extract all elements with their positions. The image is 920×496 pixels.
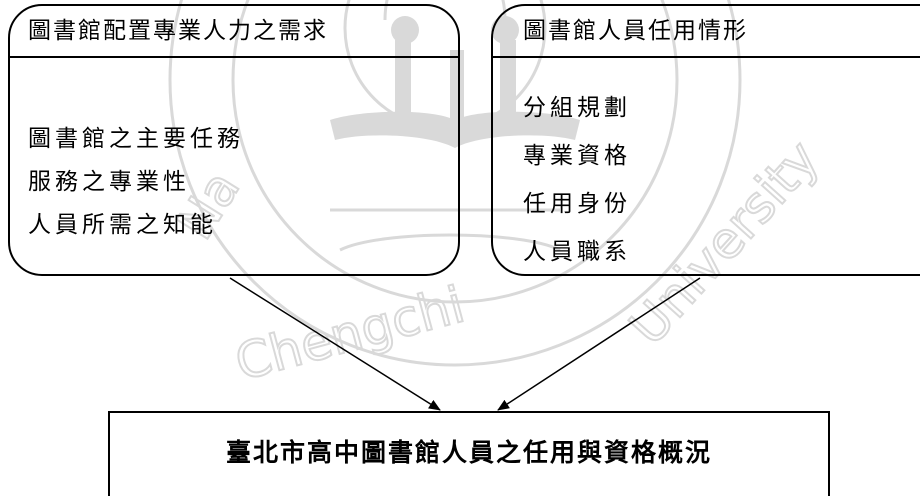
staffing-needs-title: 圖書館配置專業人力之需求	[10, 6, 458, 58]
staffing-needs-box: 圖書館配置專業人力之需求 圖書館之主要任務 服務之專業性 人員所需之知能	[8, 4, 460, 276]
list-item: 人員職系	[523, 239, 631, 265]
staffing-needs-list: 圖書館之主要任務 服務之專業性 人員所需之知能	[10, 58, 458, 247]
staff-appointment-list: 分組規劃 專業資格 任用身份 人員職系	[493, 58, 920, 274]
right-connector-arrow	[497, 277, 701, 411]
list-item: 專業資格	[523, 143, 631, 169]
list-item: 圖書館之主要任務	[28, 126, 244, 152]
list-item: 分組規劃	[523, 95, 631, 121]
staff-appointment-title: 圖書館人員任用情形	[493, 6, 920, 58]
left-connector-arrow	[229, 277, 441, 411]
list-item: 任用身份	[523, 191, 631, 217]
list-item: 服務之專業性	[28, 169, 190, 195]
staff-appointment-box: 圖書館人員任用情形 分組規劃 專業資格 任用身份 人員職系	[491, 4, 920, 276]
appointment-overview-title: 臺北市高中圖書館人員之任用與資格概況	[225, 438, 712, 467]
appointment-overview-box: 臺北市高中圖書館人員之任用與資格概況	[108, 411, 830, 496]
list-item: 人員所需之知能	[28, 212, 217, 238]
